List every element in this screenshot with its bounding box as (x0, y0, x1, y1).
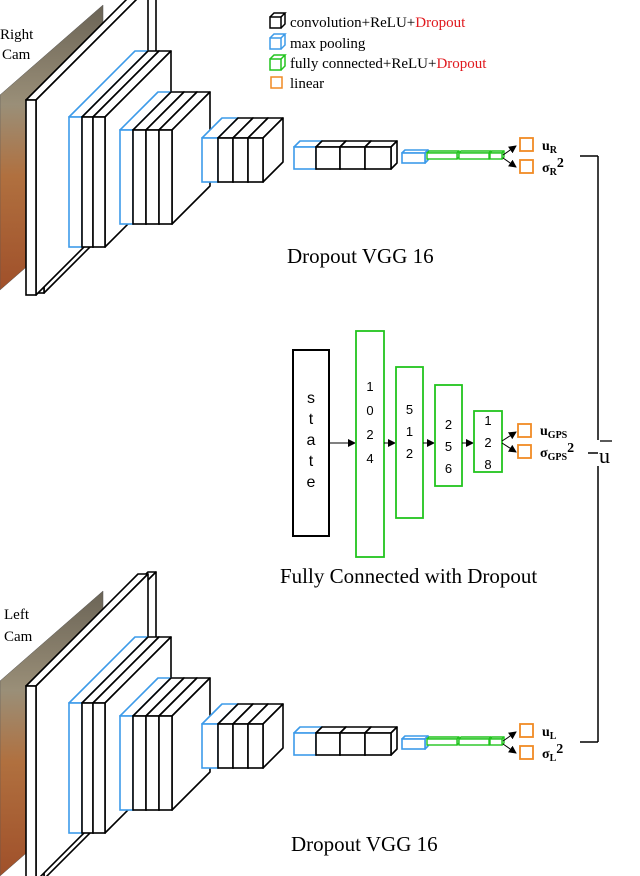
legend-fc-icon (269, 54, 287, 71)
fused-output-label: u (599, 443, 610, 468)
fc-layer-512 (395, 366, 424, 519)
legend-pool-label: max pooling (290, 36, 366, 52)
gps-variance-label: σGPS2 (540, 441, 574, 463)
left-cam-mean-linear-unit (519, 723, 534, 738)
right-cam-conv3-3 (158, 91, 211, 225)
right-cam-variance-linear-unit (519, 159, 534, 174)
right-cam-pool5 (401, 149, 429, 164)
left-cam-label-line1: Left (4, 607, 30, 623)
legend-conv-label: convolution+ReLU+Dropout (290, 15, 466, 31)
fc-layer-1024 (355, 330, 385, 558)
right-cam-variance-label: σR2 (542, 156, 564, 178)
left-cam-conv3-3 (158, 677, 211, 811)
gps-variance-linear-unit (517, 444, 532, 459)
right-cam-caption: Dropout VGG 16 (287, 244, 434, 268)
left-cam-fc3 (489, 736, 505, 746)
left-cam-variance-label: σL2 (542, 742, 563, 764)
legend-linear-icon (270, 76, 283, 89)
right-cam-label-line2: Cam (2, 47, 31, 63)
legend-conv-icon (269, 12, 287, 29)
right-cam-conv5-3 (364, 140, 398, 170)
left-cam-fc2 (458, 736, 492, 746)
left-cam-mean-label: uL (542, 725, 557, 742)
right-cam-mean-linear-unit (519, 137, 534, 152)
right-cam-label-line1: Right (0, 27, 34, 43)
legend: convolution+ReLU+Dropout max pooling ful… (269, 12, 487, 92)
legend-linear-label: linear (290, 76, 324, 92)
legend-pool-icon (269, 33, 287, 50)
left-cam-label-line2: Cam (4, 629, 33, 645)
left-cam-pool5 (401, 735, 429, 750)
right-cam-fc2 (458, 150, 492, 160)
left-cam-fc1 (426, 736, 460, 746)
right-cam-fc1 (426, 150, 460, 160)
legend-fc-label: fully connected+ReLU+Dropout (290, 56, 487, 72)
fc-layer-256 (434, 384, 463, 487)
gps-mean-linear-unit (517, 423, 532, 438)
right-cam-fc3 (489, 150, 505, 160)
gps-mean-label: uGPS (540, 424, 568, 441)
left-cam-variance-linear-unit (519, 745, 534, 760)
right-cam-mean-label: uR (542, 139, 558, 156)
state-input-box (292, 349, 330, 537)
left-cam-conv4-3 (247, 703, 284, 769)
left-cam-caption: Dropout VGG 16 (291, 832, 438, 856)
fc-branch-caption: Fully Connected with Dropout (280, 564, 537, 588)
left-cam-conv5-3 (364, 726, 398, 756)
fusion-bracket: u (580, 155, 612, 743)
fc-layer-128 (473, 410, 503, 473)
right-cam-conv4-3 (247, 117, 284, 183)
